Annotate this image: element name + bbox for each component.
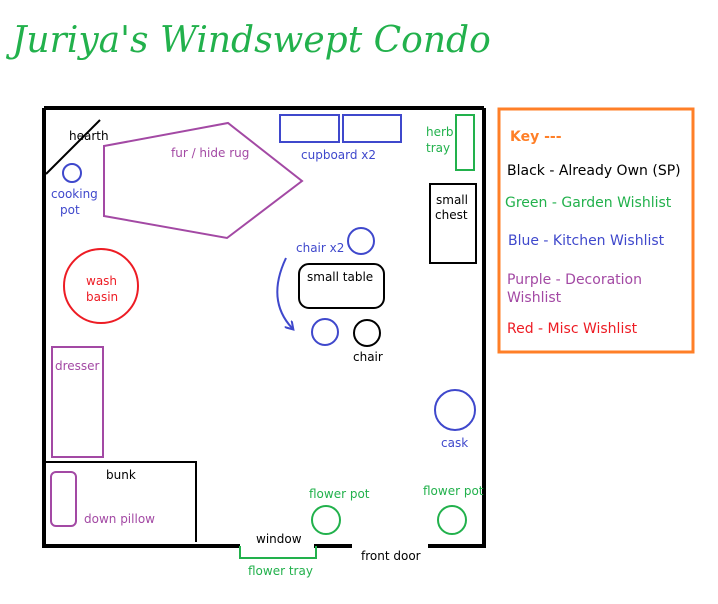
bunk — [46, 461, 197, 542]
cask-label: cask — [441, 436, 468, 450]
chair-bottom-blue — [311, 318, 339, 346]
room-walls — [42, 106, 486, 548]
cupboard-label: cupboard x2 — [301, 148, 376, 162]
cask — [434, 389, 476, 431]
cooking-pot — [62, 163, 82, 183]
herb-tray — [455, 114, 475, 171]
cupboard-left — [279, 114, 340, 143]
wash-basin — [63, 248, 139, 324]
herb-tray-label-line1: herb — [426, 125, 454, 139]
key-entry-purple-line2: Wishlist — [507, 290, 562, 306]
flower-pot-left-label: flower pot — [309, 487, 370, 501]
wash-basin-label-line2: basin — [86, 290, 118, 304]
cooking-pot-label-line1: cooking — [51, 187, 98, 201]
key-entry-purple-line1: Purple - Decoration — [507, 272, 642, 288]
rug-label: fur / hide rug — [171, 146, 249, 160]
herb-tray-label-line2: tray — [426, 141, 450, 155]
diagram-title: Juriya's Windswept Condo — [5, 20, 491, 61]
chair-move-arrow — [276, 257, 292, 328]
flower-pot-left — [311, 505, 341, 535]
small-chest-label-line2: chest — [435, 208, 468, 222]
front-door-label: front door — [361, 549, 421, 563]
cooking-pot-label-line2: pot — [60, 203, 80, 217]
flower-tray — [239, 546, 317, 559]
chair-label: chair — [353, 350, 383, 364]
key-entry-green: Green - Garden Wishlist — [505, 195, 672, 211]
window-label: window — [256, 532, 302, 546]
key-entry-black: Black - Already Own (SP) — [507, 163, 681, 179]
flower-tray-label: flower tray — [248, 564, 313, 578]
small-table — [298, 263, 385, 309]
small-table-label: small table — [307, 270, 373, 284]
chair-top — [347, 227, 375, 255]
flower-pot-right — [437, 505, 467, 535]
small-chest — [429, 183, 477, 264]
chair-x2-label: chair x2 — [296, 241, 344, 255]
key-entry-red: Red - Misc Wishlist — [507, 321, 638, 337]
dresser-label: dresser — [55, 359, 100, 373]
chair-owned — [353, 319, 381, 347]
down-pillow-label: down pillow — [84, 512, 155, 526]
down-pillow — [50, 471, 77, 527]
bunk-label: bunk — [106, 468, 136, 482]
key-box — [497, 107, 695, 354]
key-entry-blue: Blue - Kitchen Wishlist — [508, 233, 665, 249]
fur-hide-rug — [103, 121, 304, 240]
dresser — [51, 346, 104, 458]
key-heading: Key --- — [510, 129, 562, 145]
cupboard-right — [342, 114, 402, 143]
hearth-label: hearth — [69, 129, 109, 143]
flower-pot-right-label: flower pot — [423, 484, 484, 498]
wash-basin-label-line1: wash — [86, 274, 117, 288]
small-chest-label-line1: small — [436, 193, 468, 207]
hearth-line — [45, 119, 101, 175]
